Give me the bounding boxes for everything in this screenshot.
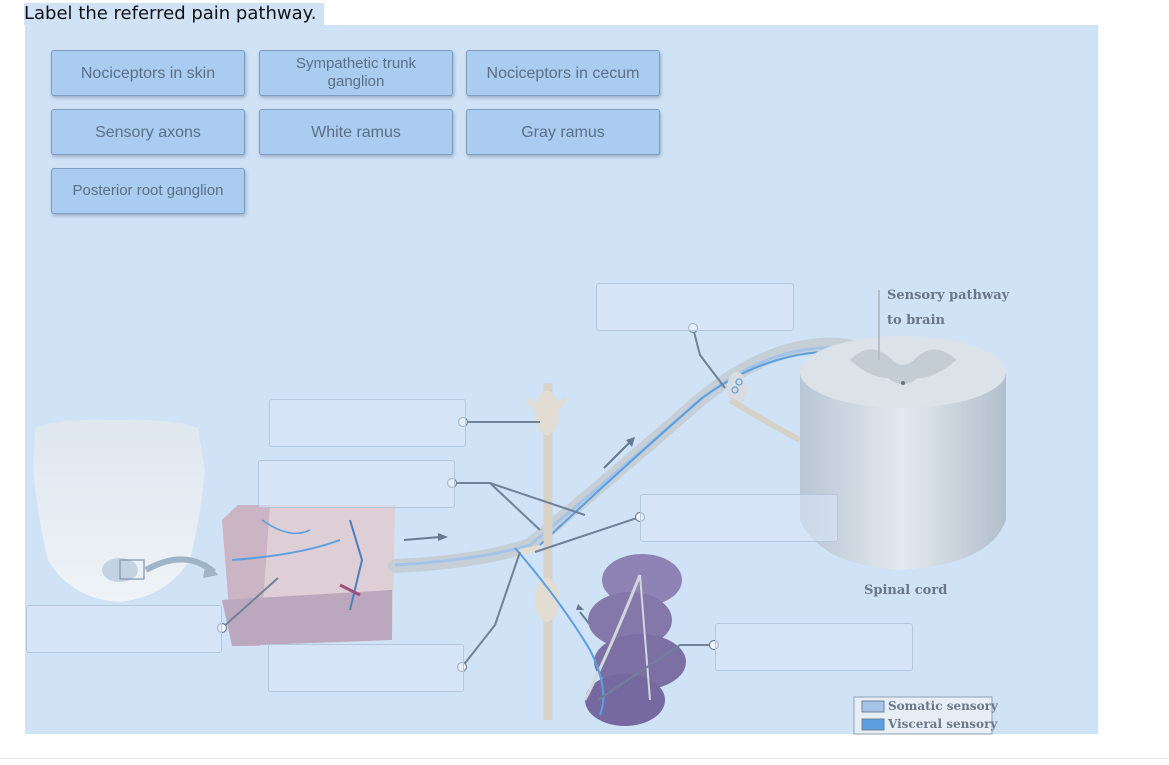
bottom-divider xyxy=(0,758,1169,759)
label-chip-sensory-axons[interactable]: Sensory axons xyxy=(51,109,245,155)
label-chip-white-ramus[interactable]: White ramus xyxy=(259,109,453,155)
legend-visceral-swatch xyxy=(861,718,885,731)
label-chip-posterior-root-ganglion[interactable]: Posterior root ganglion xyxy=(51,168,245,214)
skin-block-illustration xyxy=(222,505,395,646)
label-chip-nociceptors-skin[interactable]: Nociceptors in skin xyxy=(51,50,245,96)
drop-target-skin[interactable] xyxy=(26,605,222,653)
leader-lines xyxy=(221,327,726,701)
label-chip-gray-ramus[interactable]: Gray ramus xyxy=(466,109,660,155)
legend-somatic-label: Somatic sensory xyxy=(888,699,998,713)
spinal-cord-label: Spinal cord xyxy=(864,583,948,598)
legend-somatic-swatch xyxy=(861,700,885,713)
drop-target-gray-ramus[interactable] xyxy=(268,644,464,692)
drop-target-rami[interactable] xyxy=(258,460,455,508)
drop-target-sensory-axons[interactable] xyxy=(640,494,838,542)
spinal-cord-illustration xyxy=(800,336,1006,570)
torso-area-box xyxy=(119,559,145,580)
cecum-illustration xyxy=(583,554,686,726)
sensory-pathway-label-line1: Sensory pathway xyxy=(887,288,1010,303)
drop-target-cecum[interactable] xyxy=(715,623,913,671)
legend-visceral-label: Visceral sensory xyxy=(888,717,998,731)
sensory-pathway-label-line2: to brain xyxy=(887,313,945,328)
label-chip-sympathetic-trunk-ganglion[interactable]: Sympathetic trunk ganglion xyxy=(259,50,453,96)
question-prompt: Label the referred pain pathway. xyxy=(24,3,325,25)
drop-target-dorsal-root-ganglion[interactable] xyxy=(596,283,794,331)
drop-target-sympathetic-ganglion[interactable] xyxy=(269,399,466,447)
torso-illustration xyxy=(33,419,218,602)
label-chip-nociceptors-cecum[interactable]: Nociceptors in cecum xyxy=(466,50,660,96)
